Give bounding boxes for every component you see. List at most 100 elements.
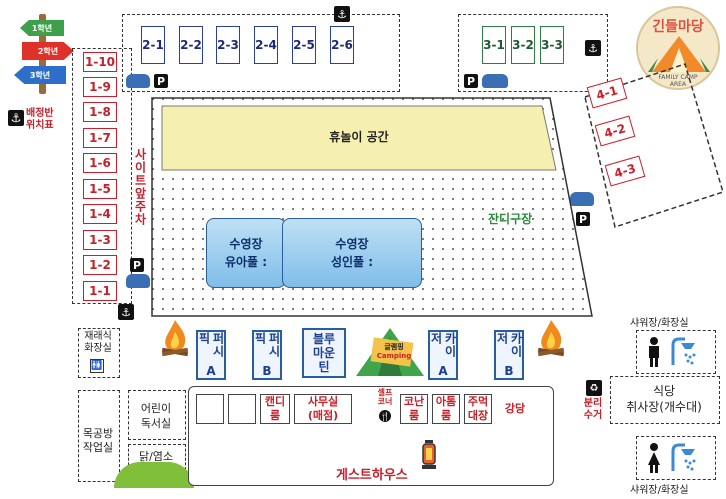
glamping-tent[interactable]: 글램핑 Camping: [352, 326, 428, 378]
camping-label: Camping: [376, 352, 412, 360]
site-2-2[interactable]: 2-2: [179, 26, 203, 64]
right-zone-outline: [584, 63, 724, 228]
dining-hall: 식당 취사장(개수대): [610, 376, 720, 424]
person-icon: [647, 443, 661, 473]
site-1-3[interactable]: 1-3: [83, 230, 117, 250]
woodshop-label: 목공방 작업실: [82, 427, 114, 454]
shower-bottom: [636, 436, 716, 480]
shower-top-label: 샤워장/화장실: [630, 318, 689, 329]
reading-room: 어린이 독서실: [128, 390, 186, 440]
car-icon: [126, 274, 150, 288]
room-blank-2: [228, 394, 256, 424]
parking-sign: P: [154, 74, 168, 88]
anchor-top-icon: ⚓: [334, 6, 350, 22]
snack-corner-label: 셀프 코너: [377, 388, 393, 406]
shower-top: [636, 330, 716, 374]
site-2-5[interactable]: 2-5: [292, 26, 316, 64]
sign-grade3: 3학년: [14, 66, 66, 84]
room-fist-captain[interactable]: 주먹대장: [464, 394, 492, 424]
site-1-8[interactable]: 1-8: [83, 102, 117, 122]
restroom-left-label: 재래식 화장실: [84, 331, 112, 354]
room-candy[interactable]: 캔디룸: [260, 394, 290, 424]
room-atom[interactable]: 아톰룸: [432, 394, 460, 424]
shower-bottom-label: 샤워장/화장실: [630, 485, 689, 496]
snack-corner[interactable]: 셀프 코너 🍴: [372, 388, 398, 428]
restroom-icon: 🚻: [90, 359, 104, 373]
parking-right: P: [570, 192, 596, 230]
parking-top-left: P: [126, 72, 170, 90]
site-1-7[interactable]: 1-7: [83, 128, 117, 148]
parking-sign: P: [130, 258, 144, 272]
anchor-bottom-icon: ⚓: [118, 304, 134, 320]
grass-field-label: 잔디구장: [488, 212, 533, 226]
anchor-icon: ⚓: [8, 110, 24, 126]
site-1-10[interactable]: 1-10: [83, 52, 117, 72]
reading-room-label: 어린이 독서실: [140, 402, 172, 430]
car-icon: [570, 192, 594, 206]
grass-hill: [114, 462, 194, 488]
room-conan[interactable]: 코난룸: [400, 394, 428, 424]
room-office[interactable]: 사무실 (매점): [294, 394, 352, 424]
room-blank-1: [196, 394, 224, 424]
recycling-icon: ♻: [586, 380, 602, 396]
site-1-1[interactable]: 1-1: [83, 281, 117, 301]
logo-tent-icon: [648, 36, 710, 72]
right-site-zone: [575, 62, 725, 232]
site-1-5[interactable]: 1-5: [83, 179, 117, 199]
site-1-6[interactable]: 1-6: [83, 153, 117, 173]
dining-hall-label: 식당 취사장(개수대): [626, 384, 702, 414]
left-site-zone: [72, 48, 132, 304]
fork-knife-icon: 🍴: [379, 410, 391, 422]
kids-pool: 수영장 유아풀 :: [206, 218, 286, 288]
site-3-2[interactable]: 3-2: [511, 26, 535, 64]
restroom-left: 재래식 화장실 🚻: [78, 328, 120, 378]
rest-area: 휴놀이 공간: [160, 104, 558, 172]
parking-sign: P: [576, 212, 590, 226]
tent-blue-mountain[interactable]: 블루마운틴: [302, 328, 346, 378]
recycling-label: 분리수거: [583, 398, 603, 421]
parking-top-right: P: [464, 72, 514, 90]
site-3-1[interactable]: 3-1: [482, 26, 506, 64]
logo-title: 긴들마당: [652, 19, 704, 35]
adult-pool-label: 수영장 성인풀 :: [330, 237, 374, 269]
rest-area-shape: [161, 105, 557, 171]
sign-grade1: 1학년: [20, 20, 64, 36]
right-top-site-zone: [458, 14, 608, 92]
site-parking-label: 사이트앞주차: [133, 148, 147, 226]
campfire-left-icon: [158, 318, 192, 358]
site-2-4[interactable]: 2-4: [254, 26, 278, 64]
parking-sign: P: [464, 74, 478, 88]
anchor-right-icon: ⚓: [585, 40, 601, 56]
logo-sub1: FAMILY CAMP: [658, 74, 698, 81]
sign-grade2: 2학년: [22, 42, 74, 60]
person-icon: [647, 337, 661, 367]
car-icon: [126, 74, 150, 88]
shower-icon: [669, 337, 699, 367]
guesthouse-label: 게스트하우스: [336, 468, 408, 483]
car-icon: [482, 74, 508, 88]
glamping-label: 글램핑: [384, 343, 404, 351]
site-1-2[interactable]: 1-2: [83, 255, 117, 275]
logo-sub2: AREA: [669, 81, 687, 88]
signpost: 1학년 2학년 3학년: [8, 14, 74, 94]
site-2-1[interactable]: 2-1: [141, 26, 165, 64]
room-hall[interactable]: 강당: [498, 394, 532, 424]
chicken-pen-label: 닭/염소: [138, 450, 174, 463]
seating-label: 배정반 위치표: [26, 108, 54, 131]
top-site-zone: [122, 14, 400, 92]
woodshop: 목공방 작업실: [78, 390, 120, 482]
site-2-6[interactable]: 2-6: [330, 26, 354, 64]
site-1-9[interactable]: 1-9: [83, 77, 117, 97]
shower-icon: [669, 443, 699, 473]
site-3-3[interactable]: 3-3: [540, 26, 564, 64]
kids-pool-label: 수영장 유아풀 :: [224, 237, 268, 269]
glamping-tent-icon: [356, 328, 424, 376]
parking-left: P: [126, 258, 152, 292]
rest-area-label: 휴놀이 공간: [329, 130, 389, 144]
site-2-3[interactable]: 2-3: [216, 26, 240, 64]
site-1-4[interactable]: 1-4: [83, 204, 117, 224]
